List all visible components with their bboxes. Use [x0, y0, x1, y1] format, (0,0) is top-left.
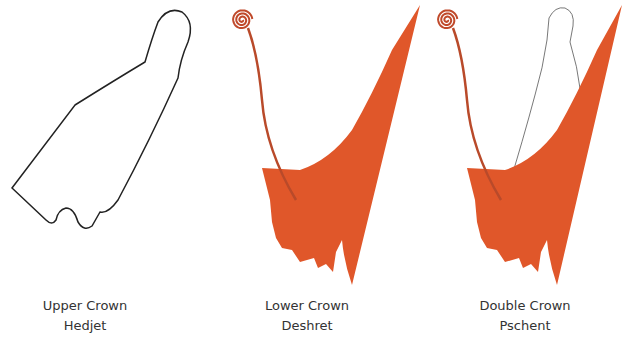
crown-egyptian-name: Pschent — [499, 318, 550, 334]
spiral-curl — [438, 10, 457, 28]
pschent-crown — [453, 5, 622, 285]
crown-name: Double Crown — [479, 298, 570, 314]
hedjet-crown — [12, 10, 190, 228]
crown-egyptian-name: Deshret — [281, 318, 332, 334]
crown-name: Lower Crown — [265, 298, 349, 314]
crown-egyptian-name: Hedjet — [64, 318, 107, 334]
spiral-curl — [233, 10, 252, 28]
crown-name: Upper Crown — [43, 298, 127, 314]
deshret-crown — [248, 5, 420, 285]
